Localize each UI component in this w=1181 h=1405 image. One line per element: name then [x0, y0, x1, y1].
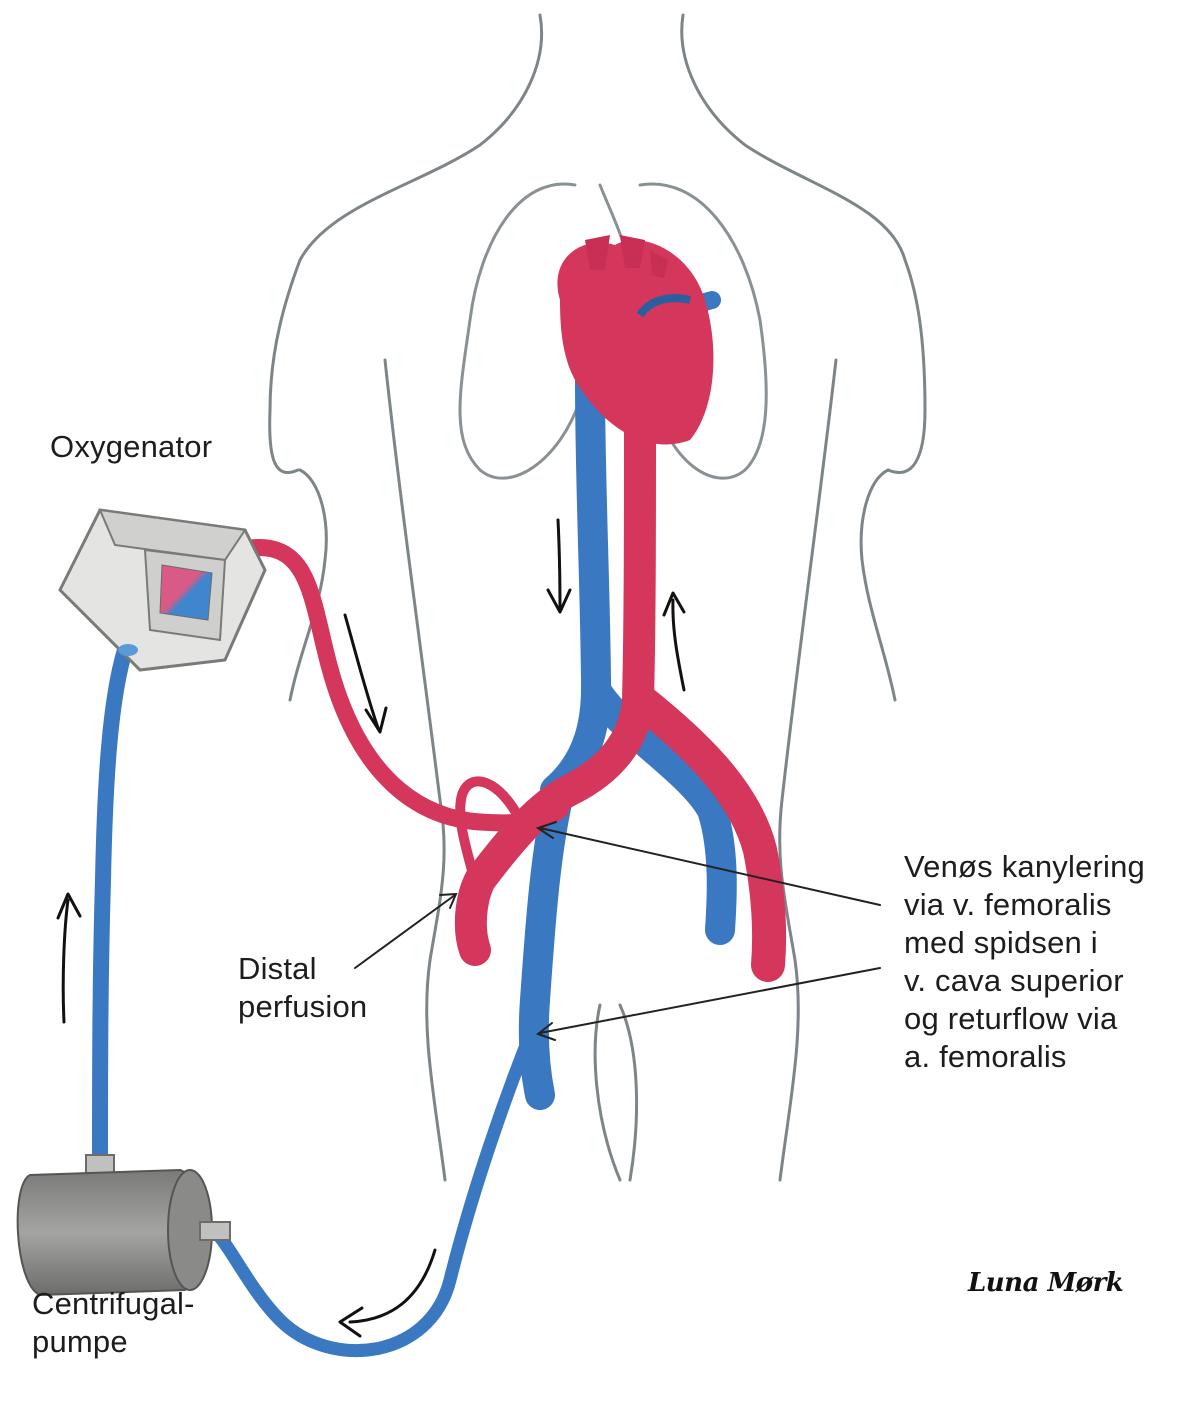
flow-arrow-to-oxy [58, 894, 80, 1022]
oxygenator-label: Oxygenator [50, 428, 212, 466]
artist-signature: Luna Mørk [968, 1268, 1123, 1298]
centrifugal-pump-label: Centrifugal- pumpe [32, 1285, 195, 1361]
centrifugal-pump [18, 1155, 230, 1295]
pointer-distal [355, 895, 455, 968]
flow-arrow-aorta-up [664, 593, 684, 690]
venous-cannulation-label: Venøs kanylering via v. femoralis med sp… [904, 848, 1145, 1076]
flow-arrow-svc-down [548, 520, 570, 612]
artery-system [250, 420, 769, 965]
pointer-venous-lower [540, 968, 880, 1033]
oxygenator-device [60, 510, 265, 670]
distal-perfusion-label: Distal perfusion [238, 950, 367, 1026]
